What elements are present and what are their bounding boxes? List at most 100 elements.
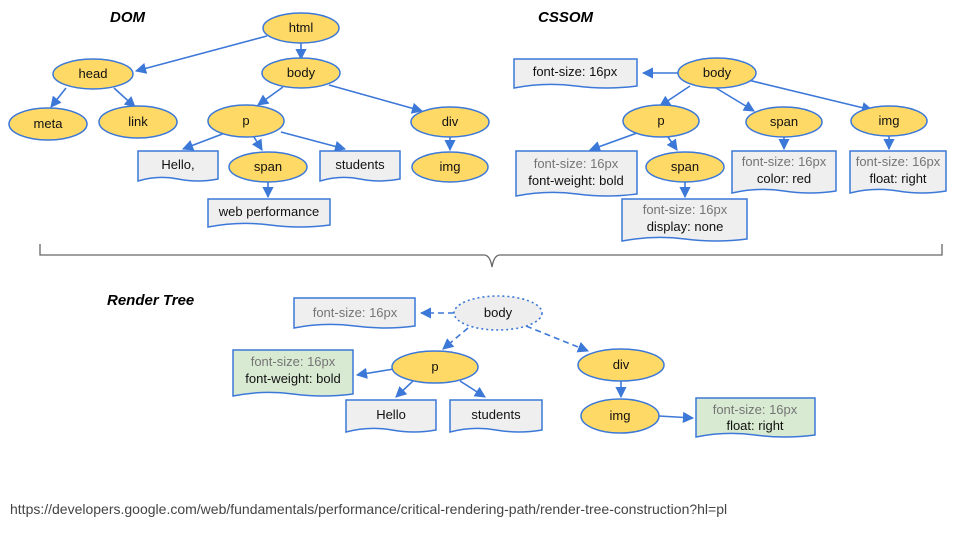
cssom-style-p-line2: font-weight: bold (528, 173, 623, 188)
edge-body-div (328, 84, 424, 114)
dom-text-students-label: students (335, 157, 385, 172)
render-node-body-label: body (484, 305, 513, 320)
dom-node-meta: meta (8, 107, 88, 141)
cssom-node-span-label: span (770, 114, 798, 129)
cssom-node-span: span (745, 106, 823, 138)
dom-node-html: html (262, 12, 340, 44)
edge-rbody-p (442, 327, 469, 350)
cssom-style-img: font-size: 16px float: right (849, 150, 947, 194)
dom-node-head-label: head (79, 66, 108, 81)
cssom-tree: body font-size: 16px p span img font-siz… (513, 57, 947, 242)
dom-node-html-label: html (289, 20, 314, 35)
dom-node-link: link (98, 105, 178, 139)
dom-node-p-label: p (242, 113, 249, 128)
render-style-img: font-size: 16px float: right (695, 397, 816, 438)
dom-node-meta-label: meta (34, 116, 64, 131)
cssom-style-body-label: font-size: 16px (533, 64, 618, 79)
dom-text-hello-label: Hello, (161, 157, 194, 172)
cssom-style-p: font-size: 16px font-weight: bold (515, 150, 638, 197)
render-text-students-label: students (471, 407, 521, 422)
edge-body-p (257, 86, 284, 106)
render-node-div-label: div (613, 357, 630, 372)
source-url: https://developers.google.com/web/fundam… (10, 501, 728, 517)
render-node-img: img (580, 398, 660, 434)
cssom-style-span-line1: font-size: 16px (742, 154, 827, 169)
render-node-body: body (453, 295, 543, 331)
edge-p-hello (181, 132, 226, 151)
edge-p-students (280, 131, 347, 152)
edge-rp-students (459, 380, 486, 398)
dom-node-span-label: span (254, 159, 282, 174)
render-node-img-label: img (610, 408, 631, 423)
dom-node-div-label: div (442, 114, 459, 129)
cssom-node-p: p (622, 104, 700, 138)
cssom-title: CSSOM (538, 9, 594, 26)
edge-cbody-span (715, 87, 755, 112)
edge-rbody-div (525, 325, 590, 353)
cssom-node-img: img (850, 105, 928, 137)
dom-text-hello: Hello, (137, 150, 219, 183)
dom-title: DOM (110, 9, 146, 26)
edge-html-head (134, 35, 268, 74)
dom-node-p: p (207, 104, 285, 138)
edge-p-span (251, 136, 263, 151)
render-style-p: font-size: 16px font-weight: bold (232, 349, 354, 397)
render-style-img-line2: float: right (726, 418, 783, 433)
render-tree-solid-edges (355, 367, 695, 423)
cssom-node-p-span: span (645, 151, 725, 183)
cssom-style-span: font-size: 16px color: red (731, 150, 837, 194)
dom-node-img: img (411, 151, 489, 183)
render-node-div: div (577, 348, 665, 382)
dom-node-img-label: img (440, 159, 461, 174)
dom-edges (50, 35, 456, 199)
dom-node-body: body (261, 57, 341, 89)
dom-node-body-label: body (287, 65, 316, 80)
edge-rimg-style (658, 411, 695, 423)
cssom-style-p-span-line2: display: none (647, 219, 724, 234)
edge-cp-pstyle (588, 132, 638, 152)
render-style-body-label: font-size: 16px (313, 305, 398, 320)
dom-tree: html head body meta link p div span (8, 12, 490, 228)
render-text-hello-label: Hello (376, 407, 406, 422)
render-node-p-label: p (431, 359, 438, 374)
cssom-node-body-label: body (703, 65, 732, 80)
cssom-node-p-span-label: span (671, 159, 699, 174)
edge-head-meta (50, 87, 67, 108)
cssom-style-p-span-line1: font-size: 16px (643, 202, 728, 217)
dom-node-div: div (410, 106, 490, 138)
edge-rp-hello (395, 379, 415, 398)
render-style-p-line2: font-weight: bold (245, 371, 340, 386)
edge-head-link (113, 87, 136, 108)
render-style-img-line1: font-size: 16px (713, 402, 798, 417)
render-style-body: font-size: 16px (293, 297, 416, 329)
cssom-node-body: body (677, 57, 757, 89)
cssom-node-p-label: p (657, 113, 664, 128)
edge-cbody-img (747, 79, 874, 114)
dom-node-span: span (228, 151, 308, 183)
dom-text-web-performance: web performance (207, 198, 331, 228)
cssom-node-img-label: img (879, 113, 900, 128)
render-tree-edges (419, 307, 590, 353)
cssom-style-body: font-size: 16px (513, 58, 638, 89)
render-text-students: students (449, 399, 543, 433)
render-style-p-line1: font-size: 16px (251, 354, 336, 369)
render-tree-title: Render Tree (107, 292, 194, 309)
cssom-style-img-line2: float: right (869, 171, 926, 186)
render-text-hello: Hello (345, 399, 437, 433)
dom-node-link-label: link (128, 114, 148, 129)
cssom-edges (588, 67, 895, 199)
cssom-style-p-span: font-size: 16px display: none (621, 198, 748, 242)
merge-brace (39, 244, 943, 268)
cssom-style-span-line2: color: red (757, 171, 811, 186)
edge-rp-style (355, 367, 395, 379)
dom-text-web-performance-label: web performance (218, 204, 319, 219)
cssom-style-p-line1: font-size: 16px (534, 156, 619, 171)
edge-cbody-p (659, 85, 691, 107)
dom-node-head: head (52, 58, 134, 90)
render-node-p: p (391, 350, 479, 384)
render-tree: body font-size: 16px p div font-size: 16… (232, 295, 816, 438)
dom-text-students: students (319, 150, 401, 183)
edge-cp-span (666, 136, 678, 151)
